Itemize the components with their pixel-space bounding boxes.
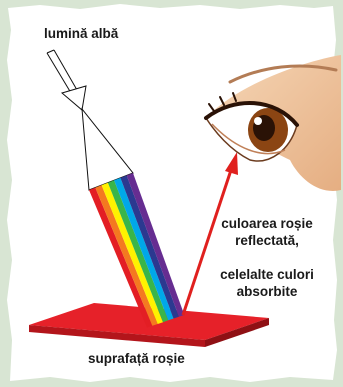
label-incoming-light: lumină albă bbox=[44, 25, 118, 42]
label-absorbed-line1: celelalte culori bbox=[205, 266, 329, 283]
label-reflected-line2: reflectată, bbox=[205, 232, 329, 249]
label-reflected-line1: culoarea roșie bbox=[205, 215, 329, 232]
label-surface: suprafață roșie bbox=[88, 350, 185, 367]
label-absorbed-colors: celelalte culori absorbite bbox=[205, 266, 329, 300]
label-reflected-color: culoarea roșie reflectată, bbox=[205, 215, 329, 249]
label-absorbed-line2: absorbite bbox=[205, 283, 329, 300]
